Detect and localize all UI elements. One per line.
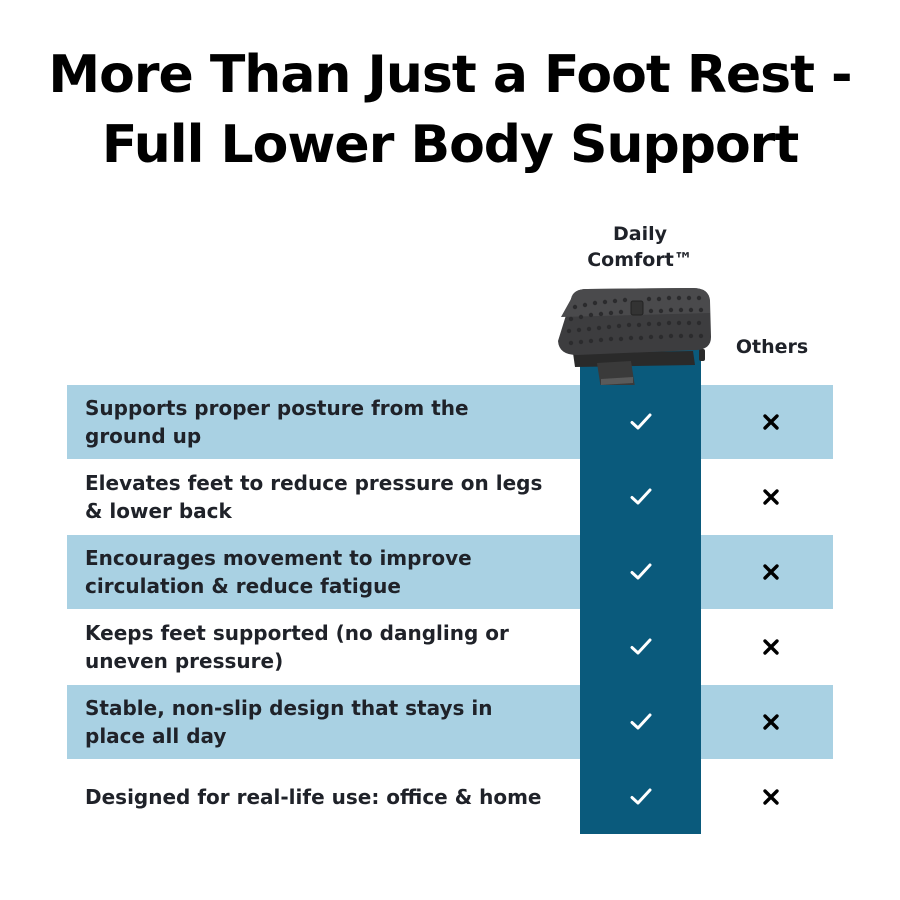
brand-cell — [580, 460, 701, 534]
table-row: Stable, non-slip design that stays in pl… — [67, 685, 833, 759]
others-cell — [731, 385, 811, 459]
x-icon — [762, 788, 780, 806]
check-icon — [629, 487, 653, 507]
brand-cell — [580, 610, 701, 684]
check-icon — [629, 562, 653, 582]
feature-label: Supports proper posture from the ground … — [85, 396, 469, 448]
others-column-header: Others — [735, 336, 809, 358]
table-row: Encourages movement to improve circulati… — [67, 535, 833, 609]
others-cell — [731, 610, 811, 684]
table-row: Keeps feet supported (no dangling or une… — [67, 610, 833, 684]
brand-cell — [580, 385, 701, 459]
check-icon — [629, 712, 653, 732]
brand-column-header: Daily Comfort™ — [587, 223, 693, 271]
brand-cell — [580, 535, 701, 609]
others-cell — [731, 460, 811, 534]
check-icon — [629, 787, 653, 807]
footrest-product-image — [558, 288, 711, 389]
x-icon — [762, 413, 780, 431]
others-cell — [731, 760, 811, 834]
feature-label: Encourages movement to improve circulati… — [85, 546, 472, 598]
others-cell — [731, 685, 811, 759]
feature-label: Designed for real-life use: office & hom… — [85, 785, 542, 809]
check-icon — [629, 412, 653, 432]
table-row: Elevates feet to reduce pressure on legs… — [67, 460, 833, 534]
others-cell — [731, 535, 811, 609]
x-icon — [762, 488, 780, 506]
x-icon — [762, 563, 780, 581]
brand-cell — [580, 685, 701, 759]
title-line-2: Full Lower Body Support — [101, 115, 799, 175]
brand-cell — [580, 760, 701, 834]
check-icon — [629, 637, 653, 657]
table-row: Designed for real-life use: office & hom… — [67, 760, 833, 834]
page-title: More Than Just a Foot Rest - Full Lower … — [0, 40, 900, 180]
table-row: Supports proper posture from the ground … — [67, 385, 833, 459]
title-line-1: More Than Just a Foot Rest - — [48, 45, 852, 105]
feature-label: Keeps feet supported (no dangling or une… — [85, 621, 509, 673]
x-icon — [762, 638, 780, 656]
x-icon — [762, 713, 780, 731]
feature-label: Elevates feet to reduce pressure on legs… — [85, 471, 543, 523]
feature-label: Stable, non-slip design that stays in pl… — [85, 696, 493, 748]
